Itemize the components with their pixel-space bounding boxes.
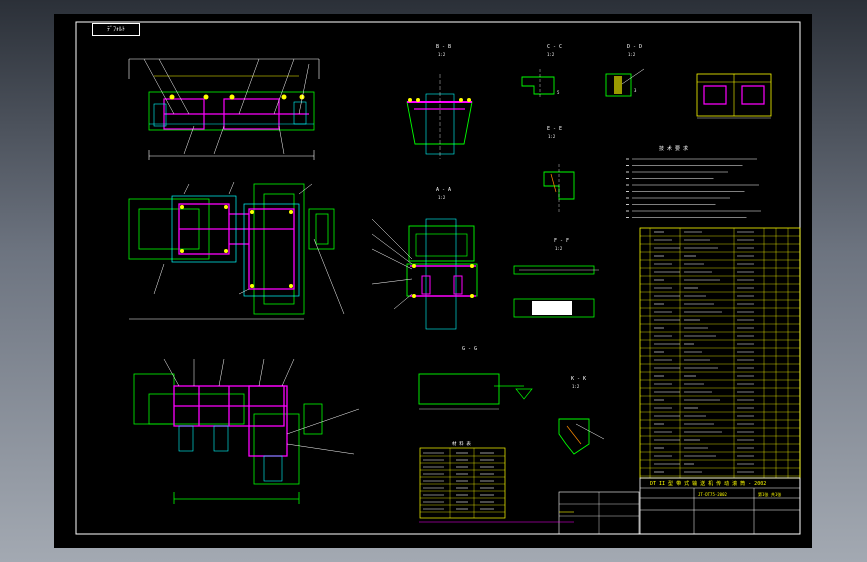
cad-drawing-sheet: B - B 1:2 A - A 1:2 (75, 21, 801, 535)
lower-plan-view (133, 358, 360, 504)
section-f-f-label: F - F (554, 238, 569, 244)
section-g-g: G - G (418, 346, 533, 410)
svg-text:3: 3 (634, 88, 637, 93)
section-d-d-scale: 1:2 (628, 52, 636, 57)
section-e-e-scale: 1:2 (548, 134, 556, 139)
drawing-viewport[interactable]: ﾃﾞﾌｫﾙﾄ (54, 14, 812, 548)
section-a-a: A - A 1:2 (371, 187, 478, 330)
section-c-c: C - C 1:2 5 (521, 44, 562, 99)
section-g-g-label: G - G (462, 346, 477, 352)
title-product-name: DT II 型 带 式 输 送 机 传 动 滚 筒 - 2002 (650, 480, 766, 487)
title-drawing-number: JT-DT75-2002 (698, 492, 727, 497)
section-b-b-scale: 1:2 (438, 52, 446, 57)
section-a-a-scale: 1:2 (438, 195, 446, 200)
section-a-a-label: A - A (436, 187, 451, 193)
section-f-f-scale: 1:2 (555, 246, 563, 251)
svg-text:5: 5 (557, 90, 560, 95)
section-b-b: B - B 1:2 (406, 44, 473, 159)
section-e-e-label: E - E (547, 126, 562, 132)
title-block: DT II 型 带 式 输 送 机 传 动 滚 筒 - 2002 JT-DT75… (558, 477, 801, 535)
section-f-f: F - F 1:2 (513, 238, 599, 318)
section-c-c-scale: 1:2 (547, 52, 555, 57)
section-d-d-label: D - D (627, 44, 642, 50)
notes-title: 技 术 要 求 (659, 145, 688, 152)
title-sheet-count: 第1张 共1张 (758, 491, 781, 497)
section-d-d: D - D 1:2 3 (605, 44, 645, 97)
plan-view (128, 181, 345, 320)
technical-requirements: 技 术 要 求 (659, 145, 688, 152)
section-k-k-label: K - K (571, 376, 586, 382)
bolt-detail-table (696, 73, 772, 119)
section-c-c-label: C - C (547, 44, 562, 50)
section-k-k-scale: 1:2 (572, 384, 580, 389)
layout-tab-label[interactable]: ﾃﾞﾌｫﾙﾄ (92, 23, 140, 36)
material-table-title: 材 料 表 (452, 440, 471, 447)
section-e-e: E - E 1:2 (543, 126, 575, 214)
material-table: 材 料 表 (419, 440, 506, 519)
section-b-b-label: B - B (436, 44, 451, 50)
front-elevation-view (128, 58, 320, 160)
section-k-k: K - K 1:2 (558, 376, 605, 455)
parts-list-table (639, 227, 801, 479)
